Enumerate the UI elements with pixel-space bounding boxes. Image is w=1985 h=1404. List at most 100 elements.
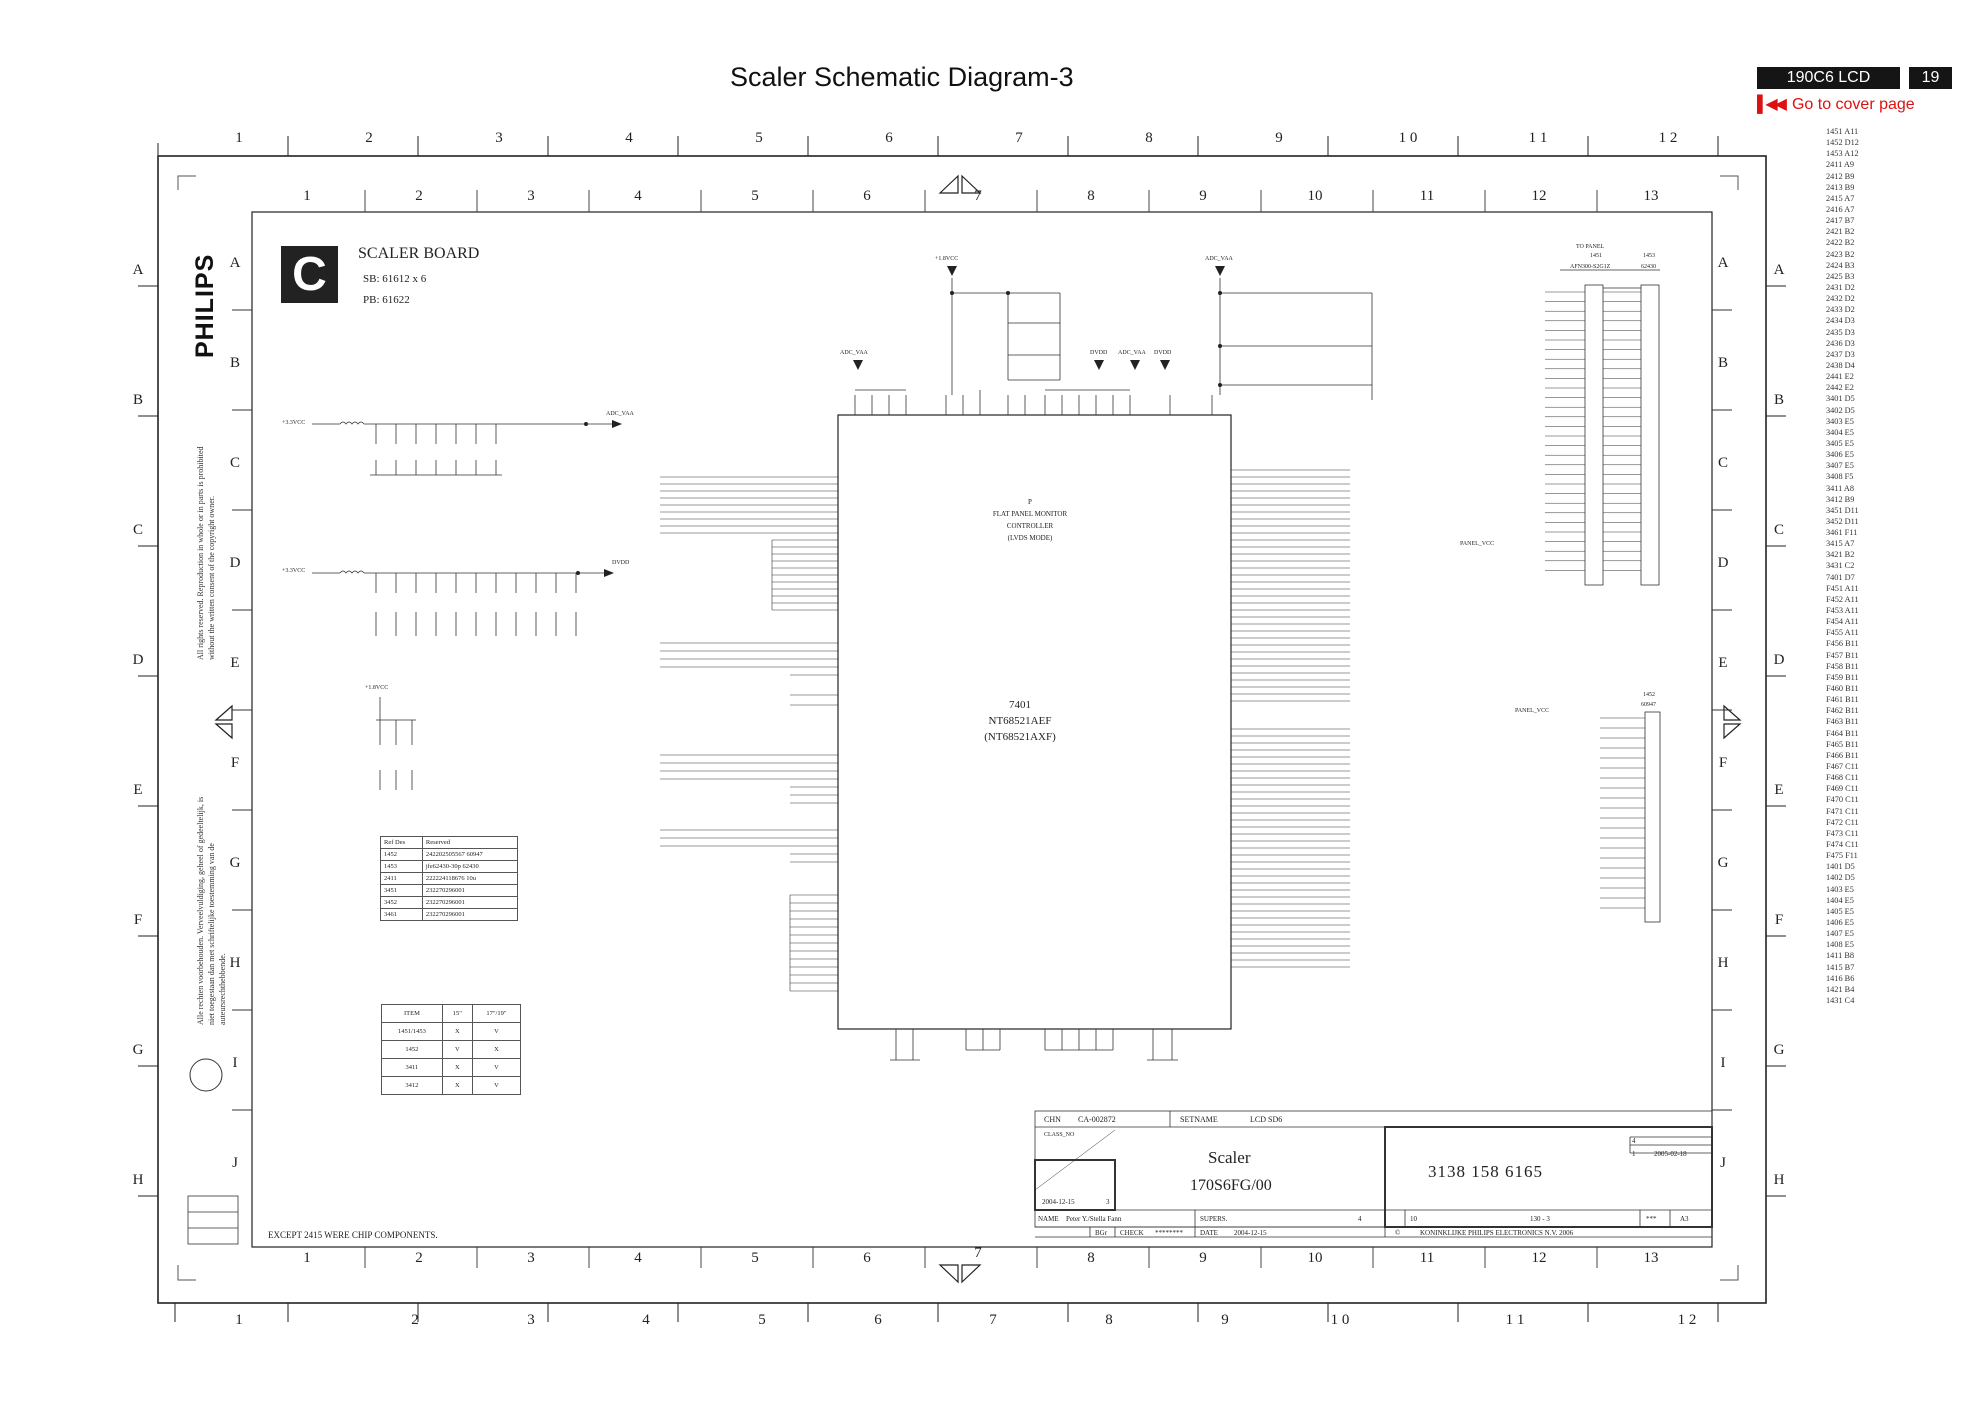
grid-col: 2	[415, 1250, 423, 1266]
reference-entry: F470 C11	[1826, 795, 1859, 805]
net-label: TO PANEL	[1576, 244, 1605, 250]
reference-entry: 2415 A7	[1826, 193, 1855, 203]
grid-col: 6	[863, 1250, 871, 1266]
ic-desc: P	[1028, 498, 1032, 506]
ic-ref: 7401	[1009, 699, 1031, 711]
grid-row: J	[232, 1155, 238, 1171]
tb-rev-date: 2005-02-18	[1654, 1150, 1687, 1158]
grid-row: D	[229, 555, 241, 571]
grid-row: G	[132, 1042, 144, 1058]
reference-entry: F469 C11	[1826, 784, 1859, 794]
reference-entry: 3451 D11	[1826, 505, 1859, 515]
reference-entry: 3405 E5	[1826, 438, 1854, 448]
reference-entry: 1451 A11	[1826, 127, 1859, 136]
grid-col: 6	[863, 188, 871, 204]
tb-check-label: CHECK	[1120, 1229, 1144, 1237]
grid-col: 5	[755, 130, 763, 146]
reference-entry: F452 A11	[1826, 594, 1859, 604]
reference-entry: 1431 C4	[1826, 995, 1855, 1005]
grid-col: 4	[642, 1312, 650, 1328]
grid-col: 1 1	[1528, 130, 1548, 146]
reference-entry: 1402 D5	[1826, 873, 1855, 883]
tb-document-number: 3138 158 6165	[1428, 1162, 1543, 1181]
reference-entry: 2421 B2	[1826, 227, 1855, 237]
net-label: DVDD	[1154, 350, 1172, 356]
reference-entry: F466 B11	[1826, 750, 1859, 760]
tb-name-value: Peter Y./Stella Fann	[1066, 1215, 1122, 1223]
tb-copyright-icon: ©	[1395, 1229, 1401, 1237]
grid-col: 3	[527, 1250, 535, 1266]
grid-col: 9	[1275, 130, 1283, 146]
tb-setname-label: SETNAME	[1180, 1115, 1218, 1124]
reference-entry: 2416 A7	[1826, 204, 1855, 214]
reference-entry: 2432 D2	[1826, 294, 1855, 304]
grid-col: 4	[625, 130, 633, 146]
reference-entry: F458 B11	[1826, 661, 1859, 671]
go-to-cover-link[interactable]: ▌◀◀Go to cover page	[1757, 94, 1915, 114]
grid-col: 1	[303, 188, 311, 204]
grid-col: 5	[751, 188, 759, 204]
grid-col: 9	[1221, 1312, 1229, 1328]
reference-entry: F467 C11	[1826, 762, 1859, 772]
tb-copyright: KONINKLIJKE PHILIPS ELECTRONICS N.V. 200…	[1420, 1229, 1574, 1237]
tb-num4: 4	[1358, 1215, 1362, 1223]
tb-chn-value: CA-002872	[1078, 1115, 1116, 1124]
grid-col: 5	[758, 1312, 766, 1328]
grid-row: G	[229, 855, 241, 871]
reference-entry: 2434 D3	[1826, 316, 1855, 326]
tb-stars: ***	[1646, 1215, 1657, 1223]
tb-check-value: ********	[1155, 1229, 1183, 1237]
board-title: SCALER BOARD	[358, 245, 480, 262]
grid-col: 8	[1087, 1250, 1095, 1266]
model-badge: 190C6 LCD	[1757, 67, 1900, 89]
reference-entry: F454 A11	[1826, 617, 1859, 627]
connector-ref: 1451	[1590, 253, 1602, 259]
page-number-badge: 19	[1909, 67, 1952, 89]
reference-entry: 2413 B9	[1826, 182, 1855, 192]
reference-entry: 1452 D12	[1826, 138, 1859, 148]
reference-entry: 1416 B6	[1826, 973, 1855, 983]
reference-entry: F457 B11	[1826, 650, 1859, 660]
reference-entry: F456 B11	[1826, 639, 1859, 649]
reference-entry: 3415 A7	[1826, 539, 1855, 549]
ic-desc: (LVDS MODE)	[1007, 534, 1053, 542]
tb-box-num: 3	[1106, 1198, 1110, 1206]
reference-entry: 1406 E5	[1826, 917, 1854, 927]
connector-ref: 1453	[1643, 253, 1655, 259]
reference-entry: 1421 B4	[1826, 984, 1855, 994]
grid-col: 11	[1419, 1250, 1435, 1266]
grid-col: 1 2	[1658, 130, 1678, 146]
reference-entry: F475 F11	[1826, 851, 1858, 861]
grid-row: B	[229, 355, 240, 371]
grid-row: E	[230, 655, 240, 671]
reference-entry: 1404 E5	[1826, 895, 1854, 905]
grid-col: 12	[1531, 188, 1547, 204]
tb-rev: 1	[1632, 1150, 1636, 1158]
tb-rev-top: 4	[1632, 1137, 1636, 1145]
footer-note: EXCEPT 2415 WERE CHIP COMPONENTS.	[268, 1230, 438, 1240]
grid-col: 13	[1643, 1250, 1659, 1266]
tb-name-label: NAME	[1038, 1215, 1059, 1223]
skip-back-icon: ▌◀◀	[1757, 96, 1787, 113]
tb-num10: 10	[1410, 1215, 1417, 1223]
reference-entry: F463 B11	[1826, 717, 1859, 727]
tb-model: 170S6FG/00	[1190, 1177, 1272, 1194]
reference-entry: 1401 D5	[1826, 862, 1855, 872]
reference-entry: 2423 B2	[1826, 249, 1855, 259]
grid-row: D	[1717, 555, 1729, 571]
reference-entry: F465 B11	[1826, 739, 1859, 749]
net-label: +1.8VCC	[935, 256, 959, 262]
grid-col: 6	[885, 130, 893, 146]
reference-entry: 2436 D3	[1826, 338, 1855, 348]
connector-part: 62430	[1641, 264, 1656, 270]
grid-row: B	[1717, 355, 1728, 371]
reference-entry: 3421 B2	[1826, 550, 1855, 560]
reference-entry: 2431 D2	[1826, 282, 1855, 292]
